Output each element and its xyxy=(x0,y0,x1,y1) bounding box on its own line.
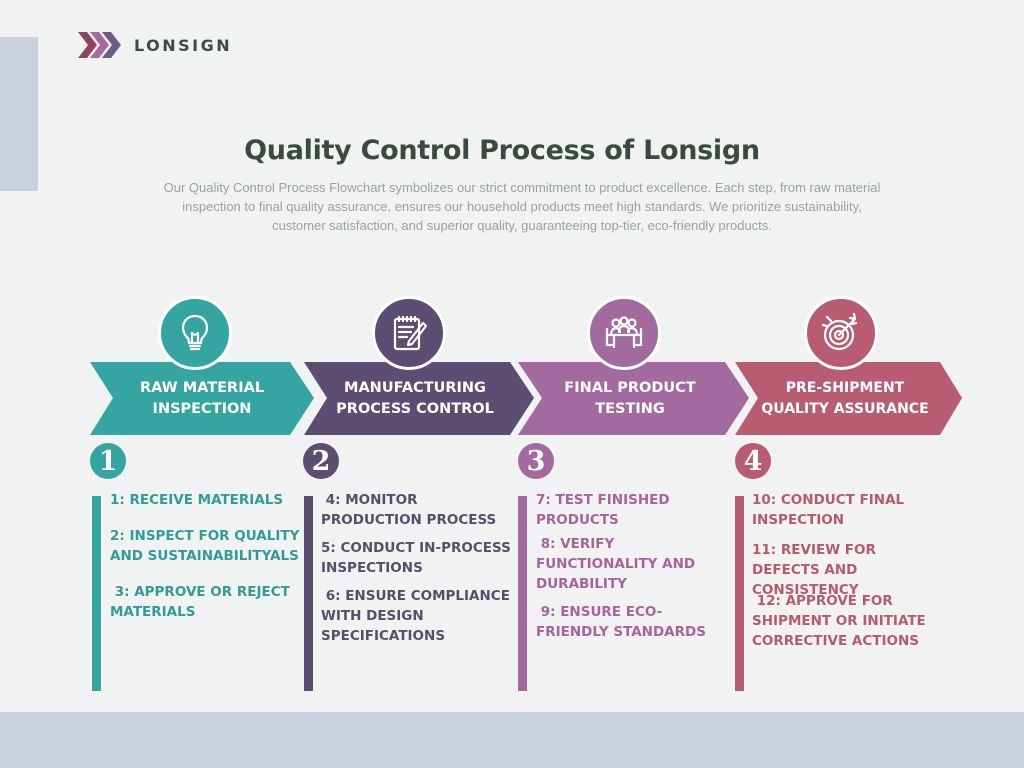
stage-3-step-1: 7: TEST FINISHED PRODUCTS xyxy=(536,492,670,528)
brand-name: LONSIGN xyxy=(134,35,233,55)
target-arrow-icon xyxy=(821,312,858,351)
stage-4-number: 4 xyxy=(735,443,771,479)
stage-4-step-3: 12: APPROVE FOR SHIPMENT OR INITIATE COR… xyxy=(752,593,931,649)
stage-2-step-2: 5: CONDUCT IN-PROCESS INSPECTIONS xyxy=(321,540,511,576)
stage-2-number: 2 xyxy=(303,443,339,479)
footer-band xyxy=(0,712,1024,768)
lightbulb-icon xyxy=(181,314,209,351)
clipboard-pencil-icon xyxy=(393,315,428,351)
stage-2-icon-circle xyxy=(372,296,446,370)
stage-4-line xyxy=(735,496,744,691)
stage-3-arrow xyxy=(518,362,749,435)
stage-3-line xyxy=(518,496,527,691)
stage-1-icon-circle xyxy=(158,296,232,370)
brand: LONSIGN xyxy=(78,32,232,58)
stage-3-icon-circle xyxy=(587,296,661,370)
stage-4-icon-circle xyxy=(804,296,878,370)
page-title: Quality Control Process of Lonsign xyxy=(244,135,760,166)
stage-2-arrow xyxy=(304,362,534,435)
chevrons-logo-icon xyxy=(78,32,121,58)
stage-4-step-2: 11: REVIEW FOR DEFECTS AND CONSISTENCY xyxy=(752,542,876,598)
stage-2-step-1: 4: MONITOR PRODUCTION PROCESS xyxy=(321,492,497,528)
stage-2-step-3: 6: ENSURE COMPLIANCE WITH DESIGN SPECIFI… xyxy=(321,588,515,644)
stage-3-step-3: 9: ENSURE ECO-FRIENDLY STANDARDS xyxy=(536,604,706,640)
stage-2-line xyxy=(304,496,313,691)
stage-4-arrow xyxy=(735,362,962,435)
stage-2-label: MANUFACTURING PROCESS CONTROL xyxy=(336,380,494,417)
stage-1-step-3: 3: APPROVE OR REJECT MATERIALS xyxy=(110,584,295,620)
stage-1-line xyxy=(92,496,101,691)
stage-1-step-1: 1: RECEIVE MATERIALS xyxy=(110,492,284,508)
stage-1-arrow xyxy=(90,362,314,435)
stage-4-step-1: 10: CONDUCT FINAL INSPECTION xyxy=(752,492,905,528)
stage-4-label: PRE-SHIPMENT QUALITY ASSURANCE xyxy=(761,380,929,417)
stage-3-label: FINAL PRODUCT TESTING xyxy=(564,380,696,417)
stage-3-step-2: 8: VERIFY FUNCTIONALITY AND DURABILITY xyxy=(536,536,700,592)
meeting-table-icon xyxy=(605,316,643,349)
stage-1-number: 1 xyxy=(90,443,126,479)
stage-3-number: 3 xyxy=(518,443,554,479)
stage-1-label: RAW MATERIAL INSPECTION xyxy=(139,380,265,417)
decorative-side-bar xyxy=(0,37,38,191)
page-subtitle: Our Quality Control Process Flowchart sy… xyxy=(163,180,881,233)
stage-1-step-2: 2: INSPECT FOR QUALITY AND SUSTAINABILIT… xyxy=(110,528,300,564)
